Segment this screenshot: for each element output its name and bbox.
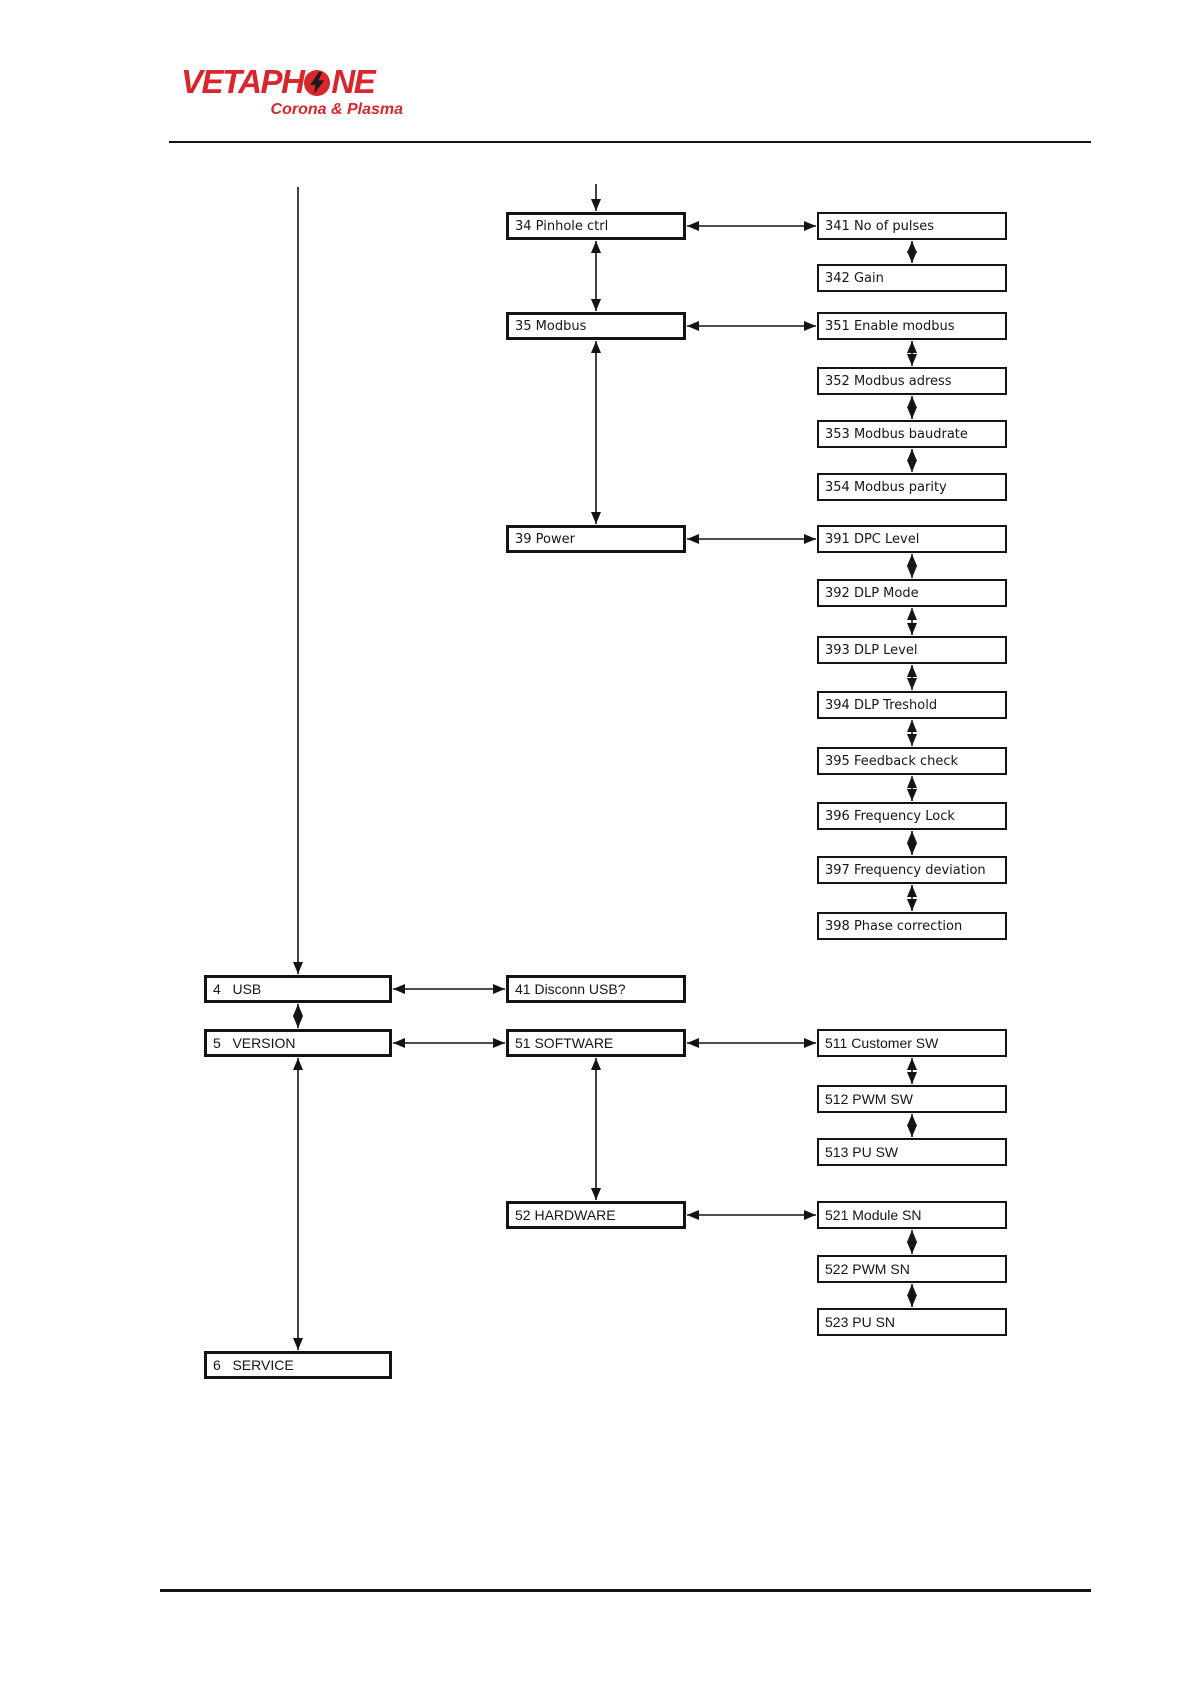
menu-box-523: 523 PU SN [817, 1308, 1007, 1336]
menu-box-511: 511 Customer SW [817, 1029, 1007, 1057]
menu-box-51: 51 SOFTWARE [506, 1029, 686, 1057]
menu-box-394: 394 DLP Treshold [817, 691, 1007, 719]
menu-box-396: 396 Frequency Lock [817, 802, 1007, 830]
menu-box-5: 5 VERSION [204, 1029, 392, 1057]
menu-box-6: 6 SERVICE [204, 1351, 392, 1379]
footer-rule [160, 1589, 1091, 1592]
menu-box-34: 34 Pinhole ctrl [506, 212, 686, 240]
menu-box-513: 513 PU SW [817, 1138, 1007, 1166]
menu-box-351: 351 Enable modbus [817, 312, 1007, 340]
menu-box-397: 397 Frequency deviation [817, 856, 1007, 884]
menu-box-4: 4 USB [204, 975, 392, 1003]
menu-box-521: 521 Module SN [817, 1201, 1007, 1229]
menu-box-522: 522 PWM SN [817, 1255, 1007, 1283]
logo-subtitle: Corona & Plasma [270, 101, 403, 118]
menu-box-391: 391 DPC Level [817, 525, 1007, 553]
header-rule [169, 141, 1091, 143]
menu-box-342: 342 Gain [817, 264, 1007, 292]
menu-box-353: 353 Modbus baudrate [817, 420, 1007, 448]
vetaphone-logo: VETAPH NE Corona & Plasma [181, 64, 405, 119]
lightning-bolt-icon [304, 70, 331, 96]
menu-box-52: 52 HARDWARE [506, 1201, 686, 1229]
menu-box-41: 41 Disconn USB? [506, 975, 686, 1003]
menu-box-352: 352 Modbus adress [817, 367, 1007, 395]
logo-text-right: NE [331, 63, 375, 100]
logo-text-left: VETAPH [181, 63, 305, 100]
menu-box-39: 39 Power [506, 525, 686, 553]
menu-box-392: 392 DLP Mode [817, 579, 1007, 607]
menu-box-512: 512 PWM SW [817, 1085, 1007, 1113]
menu-box-341: 341 No of pulses [817, 212, 1007, 240]
menu-box-393: 393 DLP Level [817, 636, 1007, 664]
logo-wordmark: VETAPH NE [181, 64, 405, 100]
menu-box-35: 35 Modbus [506, 312, 686, 340]
menu-box-354: 354 Modbus parity [817, 473, 1007, 501]
menu-box-398: 398 Phase correction [817, 912, 1007, 940]
menu-box-395: 395 Feedback check [817, 747, 1007, 775]
